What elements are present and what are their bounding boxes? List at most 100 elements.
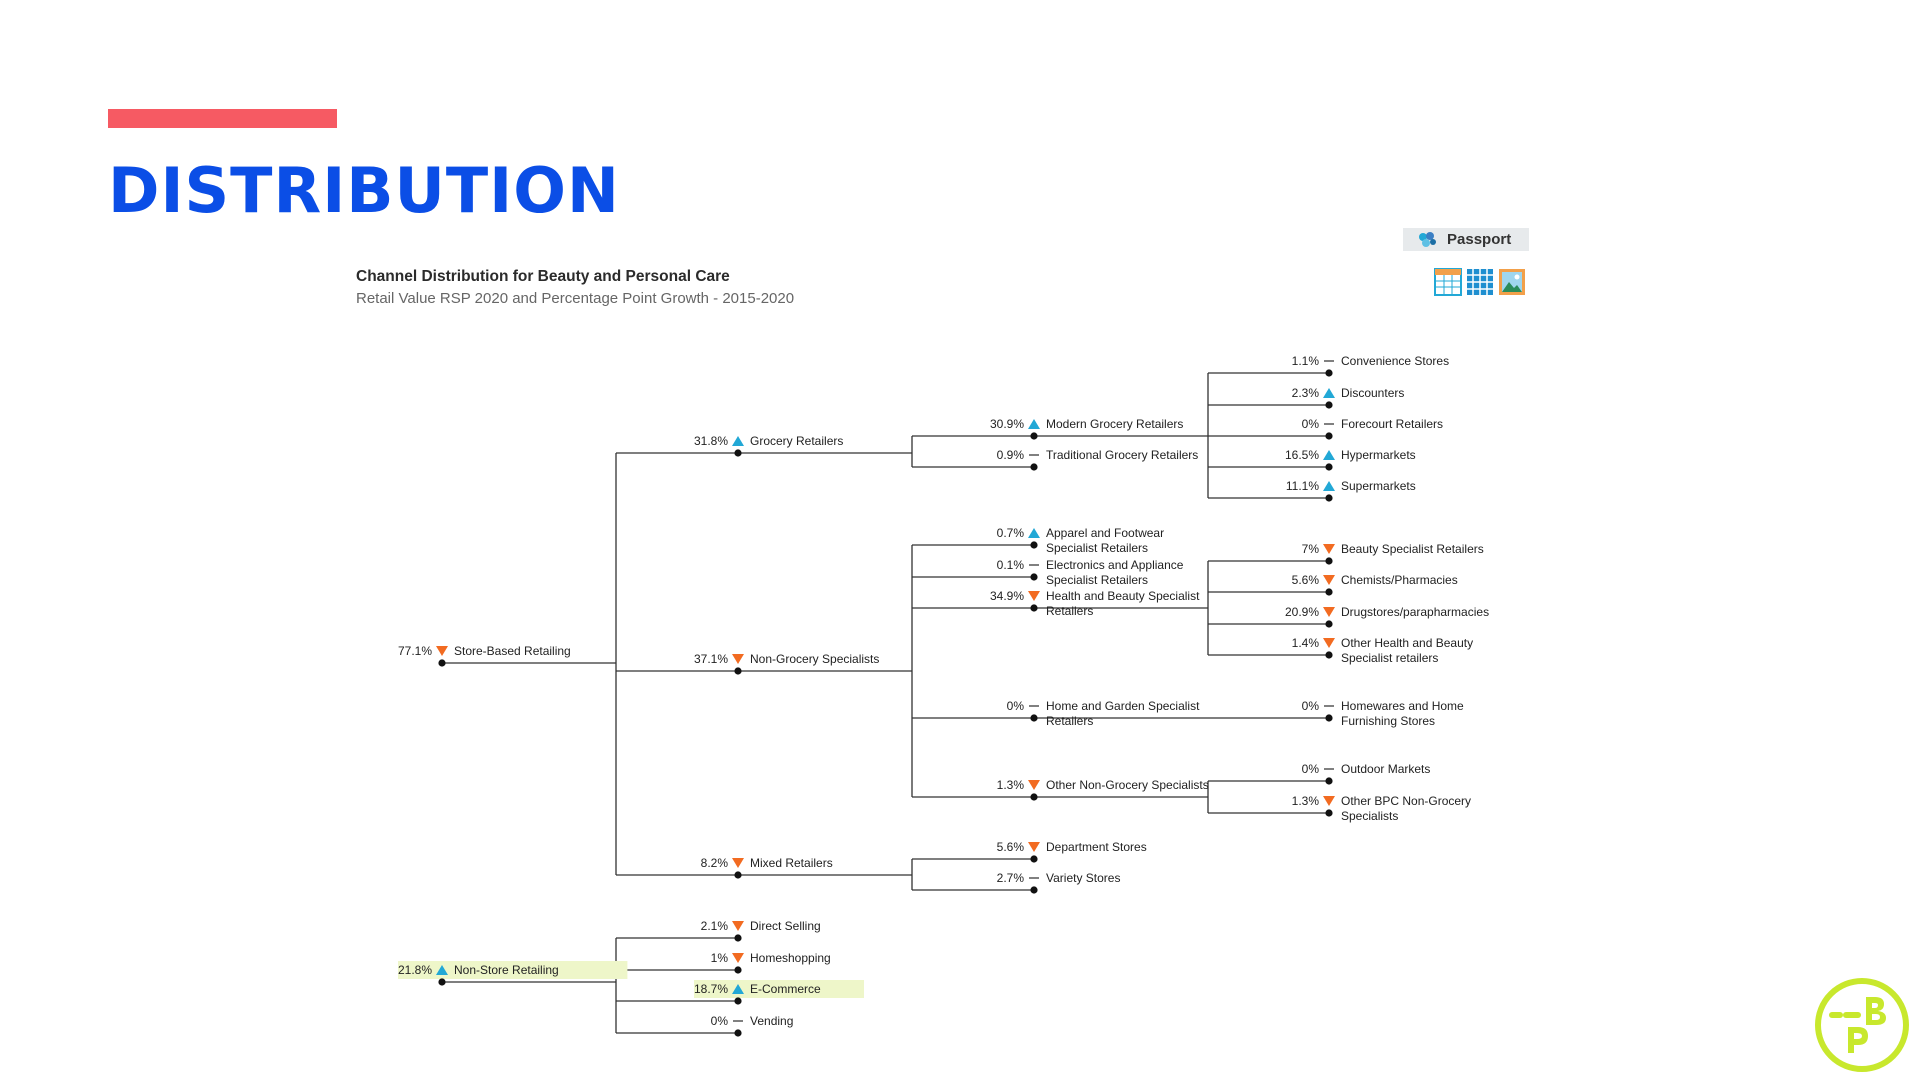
node-dot [1325,714,1333,722]
node-dot [734,997,742,1005]
node-label: Modern Grocery Retailers [1046,417,1183,431]
node-label: Grocery Retailers [750,434,843,448]
node-value: 0.1% [997,558,1025,572]
node-label: Hypermarkets [1341,448,1416,462]
trend-up-icon [1323,388,1335,398]
tree-node: 11.1% Supermarkets [1286,479,1416,502]
trend-up-icon [732,436,744,446]
node-dot [1325,463,1333,471]
node-value: 8.2% [701,856,729,870]
trend-up-icon [1028,419,1040,429]
node-dot [1325,369,1333,377]
tree-node: 1.3%Other Non-Grocery Specialists [997,778,1209,801]
node-value: 5.6% [997,840,1025,854]
node-label: Store-Based Retailing [454,644,571,658]
node-dot [1030,541,1038,549]
tree-node: 2.7%Variety Stores [997,871,1120,894]
node-label: Department Stores [1046,840,1147,854]
node-value: 5.6% [1292,573,1320,587]
node-value: 11.1% [1286,479,1319,493]
node-label: Supermarkets [1341,479,1416,493]
node-label: Direct Selling [750,919,821,933]
trend-down-icon [732,921,744,931]
tree-node: 20.9%Drugstores/parapharmacies [1285,605,1489,628]
highlight-band [398,961,628,979]
node-value: 77.1% [398,644,432,658]
node-label: Variety Stores [1046,871,1120,885]
node-value: 0% [1302,762,1320,776]
tree-node: 31.8% Grocery Retailers [694,434,843,457]
trend-up-icon [1323,481,1335,491]
node-value: 1.3% [997,778,1025,792]
node-value: 20.9% [1285,605,1319,619]
node-dot [1325,651,1333,659]
node-value: 0% [1302,417,1320,431]
node-dot [734,966,742,974]
node-dot [734,934,742,942]
trend-down-icon [1323,607,1335,617]
node-value: 2.3% [1292,386,1320,400]
node-value: 0% [1302,699,1320,713]
node-label: Traditional Grocery Retailers [1046,448,1198,462]
node-dot [1325,557,1333,565]
node-label: Non-Store Retailing [454,963,559,977]
tree-node: 5.6% Chemists/Pharmacies [1292,573,1458,596]
grid-icon[interactable] [1466,268,1494,296]
tree-node: 2.3%Discounters [1292,386,1404,409]
node-dot [438,659,446,667]
node-label: Outdoor Markets [1341,762,1430,776]
node-dot [1325,588,1333,596]
node-value: 0% [1007,699,1025,713]
node-dot [1325,777,1333,785]
tree-node: 2.1%Direct Selling [701,919,821,942]
tree-node: 5.6% Department Stores [997,840,1147,863]
brand-logo [1815,978,1909,1072]
tree-node: 18.7%E-Commerce [694,980,864,1005]
node-value: 1% [711,951,729,965]
node-value: 1.1% [1292,354,1320,368]
passport-badge[interactable]: Passport [1403,228,1529,251]
tree-node: 1% Homeshopping [711,951,831,974]
accent-bar [108,109,337,128]
image-icon[interactable] [1498,268,1526,296]
slide-title: DISTRIBUTION [108,154,620,227]
tree-node: 16.5% Hypermarkets [1285,448,1416,471]
node-value: 7% [1302,542,1320,556]
node-dot [1325,809,1333,817]
node-dot [1030,573,1038,581]
node-value: 1.3% [1292,794,1320,808]
chart-title: Channel Distribution for Beauty and Pers… [356,268,730,285]
node-label: Beauty Specialist Retailers [1341,542,1484,556]
trend-up-icon [1028,528,1040,538]
table-icon[interactable] [1434,268,1462,296]
tree-node: 30.9%Modern Grocery Retailers [990,417,1183,440]
node-dot [1030,714,1038,722]
node-value: 31.8% [694,434,728,448]
node-value: 16.5% [1285,448,1319,462]
node-dot [734,1029,742,1037]
node-dot [1030,793,1038,801]
node-dot [1030,855,1038,863]
tree-node: 21.8% Non-Store Retailing [398,961,628,986]
node-value: 21.8% [398,963,432,977]
trend-down-icon [732,654,744,664]
trend-down-icon [1323,638,1335,648]
node-label: Chemists/Pharmacies [1341,573,1458,587]
trend-down-icon [732,953,744,963]
passport-logo-icon [1419,231,1436,247]
tree-node: 8.2%Mixed Retailers [701,856,833,879]
trend-down-icon [1028,842,1040,852]
node-label: Homeshopping [750,951,831,965]
node-label: Non-Grocery Specialists [750,652,879,666]
trend-up-icon [732,984,744,994]
node-dot [1030,886,1038,894]
